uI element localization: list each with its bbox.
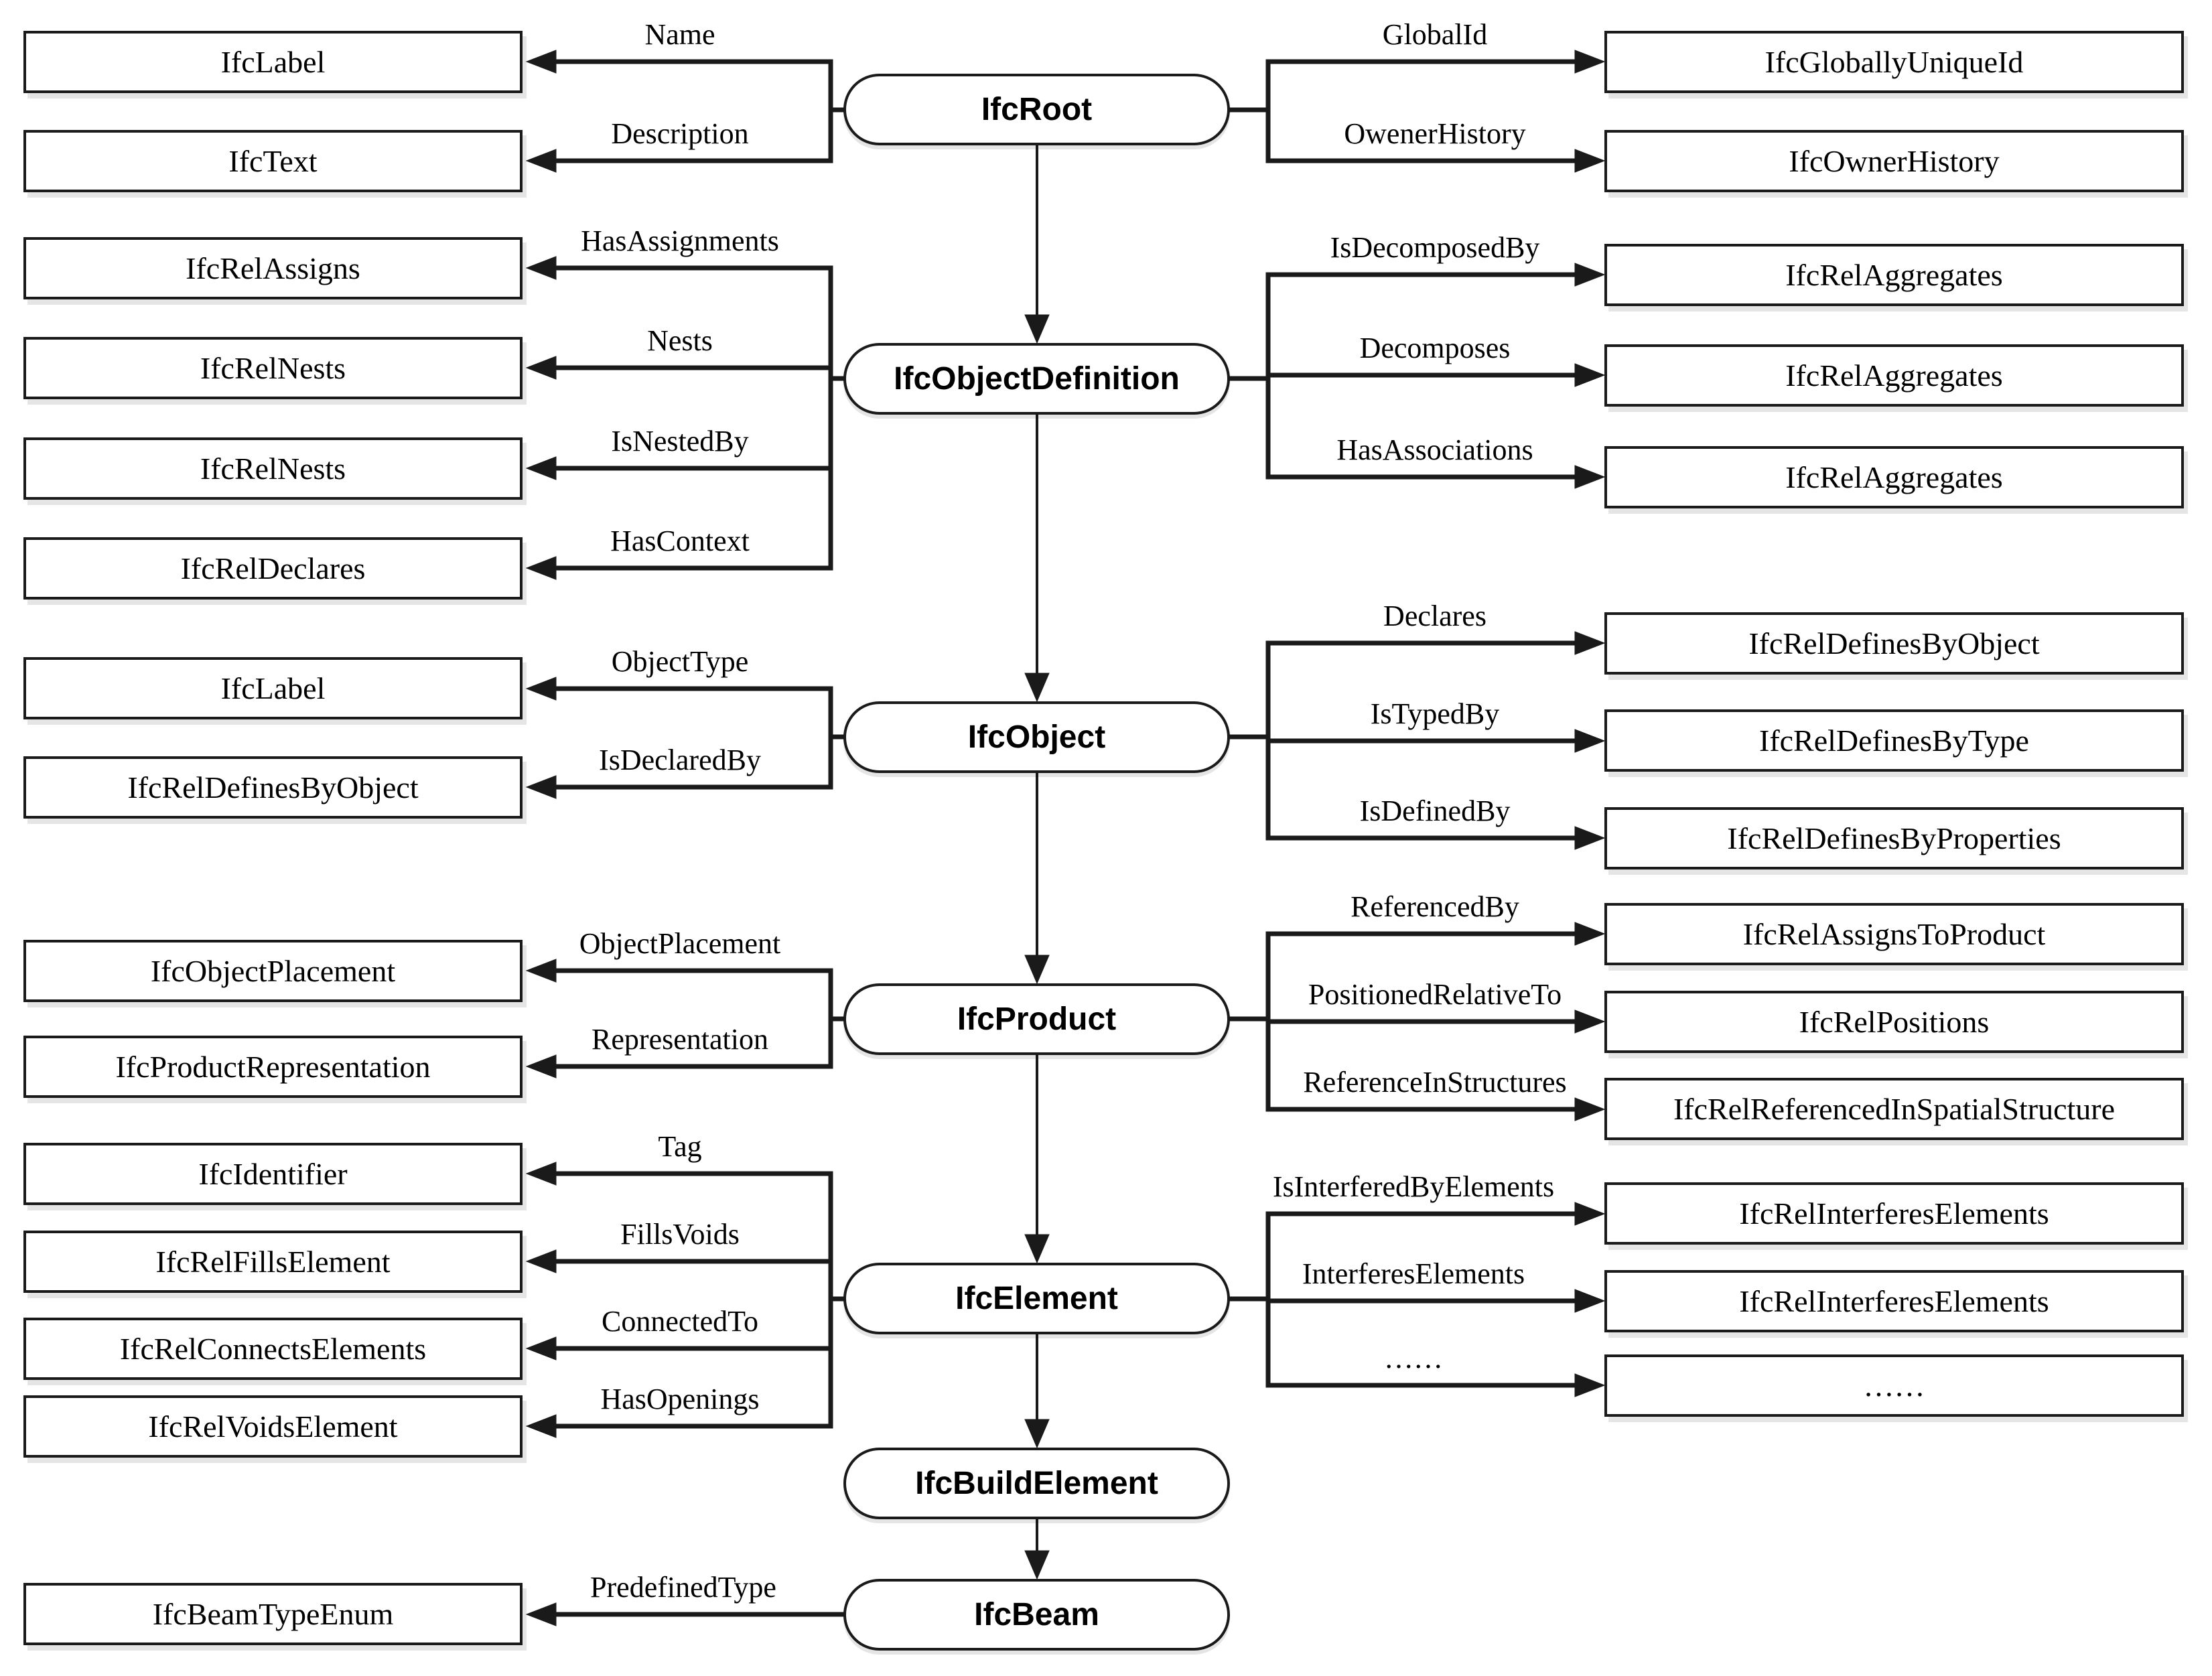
entity-box-ifcrelinterfereselements-2: IfcRelInterferesElements <box>1604 1270 2184 1332</box>
attr-label-description: Description <box>611 117 749 150</box>
entity-box-ifcrelpositions: IfcRelPositions <box>1604 991 2184 1053</box>
node-ifcobject: IfcObject <box>843 701 1230 773</box>
entity-box-ifcrelnests-1: IfcRelNests <box>23 337 523 399</box>
entity-box-ifclabel-1: IfcLabel <box>23 31 523 93</box>
entity-box-ifcreldefinesbyobject-right: IfcRelDefinesByObject <box>1604 612 2184 675</box>
node-ifcproduct: IfcProduct <box>843 983 1230 1055</box>
entity-box-ifcrelaggregates-1: IfcRelAggregates <box>1604 244 2184 306</box>
node-ifcbeam: IfcBeam <box>843 1579 1230 1651</box>
entity-box-ifcbeamtypeenum: IfcBeamTypeEnum <box>23 1583 523 1645</box>
attr-label-globalid: GlobalId <box>1382 18 1488 51</box>
entity-box-ifcrelaggregates-2: IfcRelAggregates <box>1604 344 2184 407</box>
attr-label-hascontext: HasContext <box>610 525 750 557</box>
attr-label-declares: Declares <box>1383 600 1487 632</box>
entity-box-ifcobjectplacement: IfcObjectPlacement <box>23 940 523 1002</box>
attr-label-connectedto: ConnectedTo <box>602 1305 758 1338</box>
ifcobjectdefinition-right-connectors <box>1227 263 1606 489</box>
ifcproduct-right-connectors <box>1227 922 1606 1121</box>
entity-box-ifcownerhistory: IfcOwnerHistory <box>1604 130 2184 192</box>
attr-label-isdecomposedby: IsDecomposedBy <box>1330 231 1540 264</box>
ifcobject-right-connectors <box>1227 631 1606 850</box>
attr-label-referenceinstructures: ReferenceInStructures <box>1303 1066 1567 1099</box>
entity-box-ifcrelvoidselement: IfcRelVoidsElement <box>23 1395 523 1458</box>
attr-label-fillsvoids: FillsVoids <box>620 1218 740 1251</box>
attr-label-referencedby: ReferencedBy <box>1351 890 1519 923</box>
entity-box-ifclabel-2: IfcLabel <box>23 657 523 719</box>
entity-box-ifctext: IfcText <box>23 130 523 192</box>
attr-label-objectplacement: ObjectPlacement <box>579 927 781 960</box>
entity-box-ifcrelconnectselements: IfcRelConnectsElements <box>23 1318 523 1380</box>
ifcroot-right-connectors <box>1227 50 1606 173</box>
attr-label-hasassociations: HasAssociations <box>1336 433 1533 466</box>
ifcbeam-left-connectors <box>525 1602 847 1626</box>
node-ifcobjectdefinition: IfcObjectDefinition <box>843 343 1230 415</box>
attr-label-isinterferedbyelements: IsInterferedByElements <box>1272 1170 1555 1203</box>
ifcobject-left-connectors <box>525 677 847 799</box>
entity-box-ifcrelinterfereselements-1: IfcRelInterferesElements <box>1604 1182 2184 1245</box>
node-ifcroot: IfcRoot <box>843 74 1230 145</box>
entity-box-ifcreldeclares: IfcRelDeclares <box>23 537 523 600</box>
ifcelement-right-connectors <box>1227 1202 1606 1397</box>
entity-box-ifcrelassigns: IfcRelAssigns <box>23 237 523 299</box>
attr-label-isnestedby: IsNestedBy <box>611 425 749 458</box>
attr-label-tag: Tag <box>658 1130 702 1163</box>
ifcroot-left-connectors <box>525 50 847 173</box>
entity-box-ifcrelfillselement: IfcRelFillsElement <box>23 1231 523 1293</box>
attr-label-isdeclaredby: IsDeclaredBy <box>599 744 761 776</box>
entity-box-ifcreldefinesbyobject-left: IfcRelDefinesByObject <box>23 756 523 819</box>
attr-label-nests: Nests <box>647 324 713 357</box>
node-ifcbuildelement: IfcBuildElement <box>843 1448 1230 1519</box>
entity-box-ifcreldefinesbytype: IfcRelDefinesByType <box>1604 709 2184 772</box>
ifcobjectdefinition-left-connectors <box>525 256 847 580</box>
node-ifcelement: IfcElement <box>843 1263 1230 1334</box>
entity-box-ellipsis: …… <box>1604 1354 2184 1417</box>
attr-label-interfereselements: InterferesElements <box>1302 1257 1525 1290</box>
attr-label-representation: Representation <box>592 1023 768 1056</box>
attr-label-owenerhistory: OwenerHistory <box>1344 117 1526 150</box>
ifcproduct-left-connectors <box>525 959 847 1078</box>
entity-box-ifcproductrepresentation: IfcProductRepresentation <box>23 1036 523 1098</box>
entity-box-ifcrelaggregates-3: IfcRelAggregates <box>1604 446 2184 508</box>
entity-box-ifcgloballyuniqueid: IfcGloballyUniqueId <box>1604 31 2184 93</box>
attr-label-predefinedtype: PredefinedType <box>590 1571 776 1604</box>
entity-box-ifcreldefinesbyproperties: IfcRelDefinesByProperties <box>1604 807 2184 869</box>
attr-label-positionedrelativeto: PositionedRelativeTo <box>1308 978 1562 1011</box>
ifcelement-left-connectors <box>525 1162 847 1438</box>
entity-box-ifcidentifier: IfcIdentifier <box>23 1143 523 1205</box>
attr-label-hasassignments: HasAssignments <box>581 224 779 257</box>
entity-box-ifcrelassignstoproduct: IfcRelAssignsToProduct <box>1604 903 2184 965</box>
attr-label-hasopenings: HasOpenings <box>600 1383 760 1415</box>
entity-box-ifcrelnests-2: IfcRelNests <box>23 437 523 500</box>
entity-box-ifcrelreferencedinspatialstructure: IfcRelReferencedInSpatialStructure <box>1604 1078 2184 1140</box>
attr-label-name: Name <box>644 18 715 51</box>
attr-label-ellipsis: …… <box>1384 1342 1443 1375</box>
attr-label-objecttype: ObjectType <box>611 645 749 678</box>
attr-label-decomposes: Decomposes <box>1359 332 1511 364</box>
chain-arrows <box>1024 144 1050 1580</box>
attr-label-istypedby: IsTypedBy <box>1370 697 1500 730</box>
attr-label-isdefinedby: IsDefinedBy <box>1359 794 1511 827</box>
